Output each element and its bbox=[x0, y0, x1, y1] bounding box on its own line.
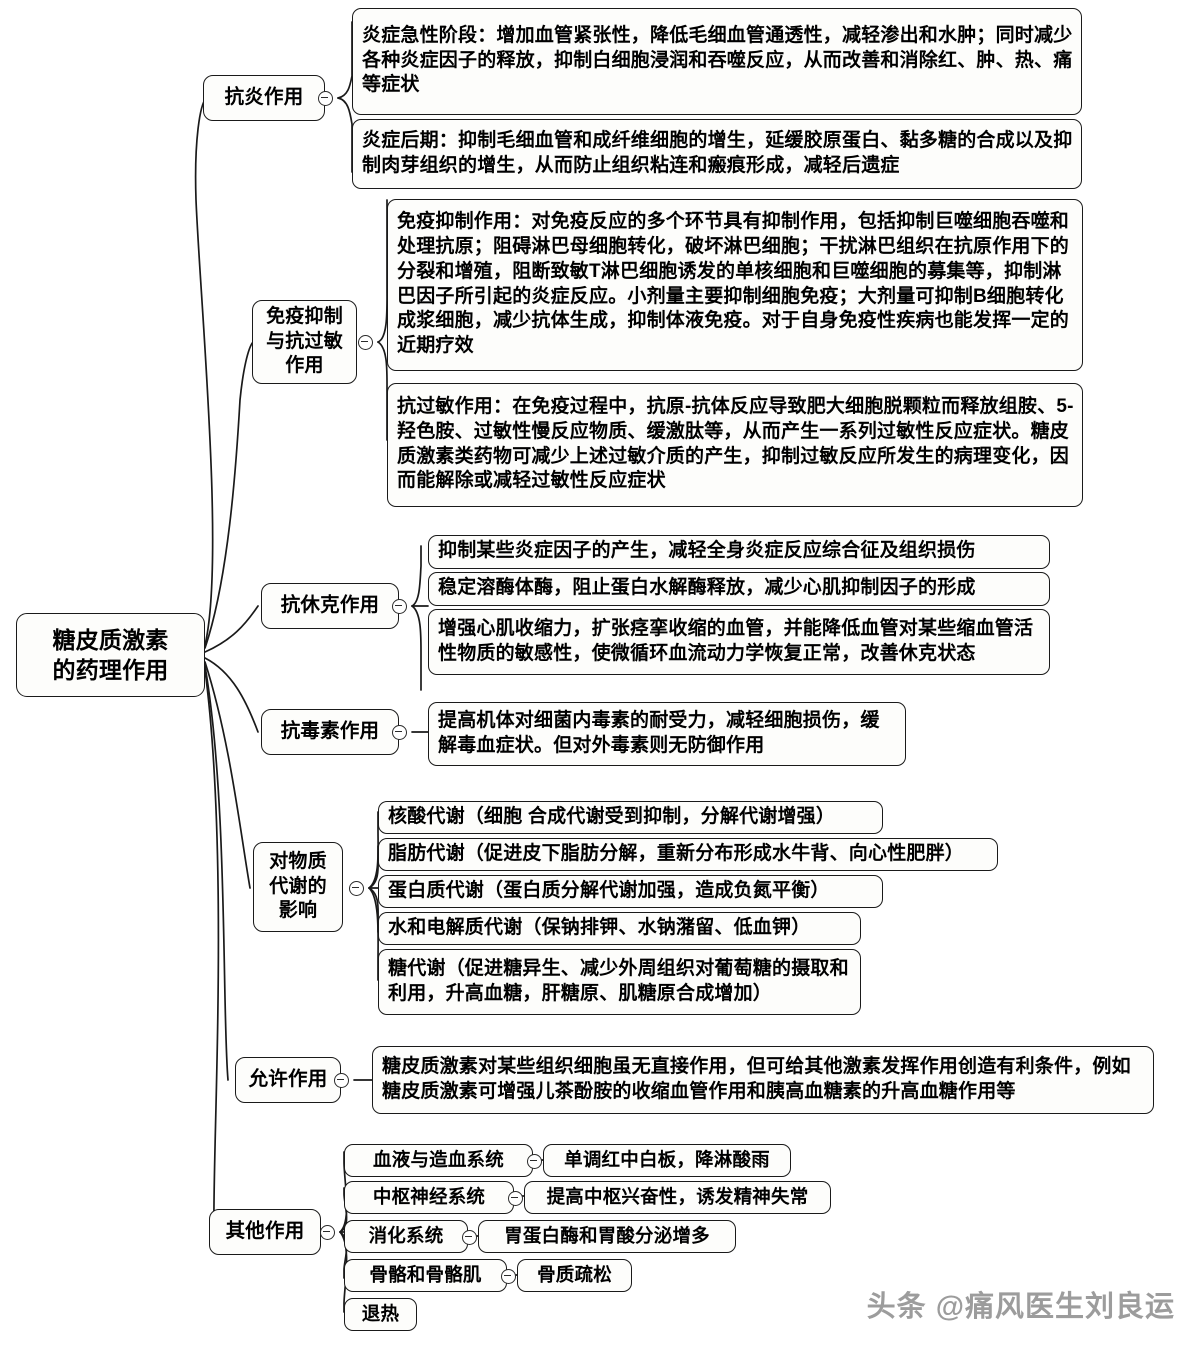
leaf-antipyretic[interactable]: 退热 bbox=[344, 1298, 417, 1331]
leaf-text: 消化系统 bbox=[368, 1225, 444, 1247]
collapse-minus-circle-icon[interactable] bbox=[392, 725, 407, 740]
leaf-antiallergy[interactable]: 抗过敏作用：在免疫过程中，抗原-抗体反应导致肥大细胞脱颗粒而释放组胺、5-羟色胺… bbox=[387, 383, 1083, 507]
leaf-glucose[interactable]: 糖代谢（促进糖异生、减少外周组织对葡萄糖的摄取和利用，升高血糖，肝糖原、肌糖原合… bbox=[378, 949, 861, 1015]
leaf-text: 核酸代谢（细胞 合成代谢受到抑制，分解代谢增强） bbox=[388, 805, 836, 827]
leaf-text: 抑制某些炎症因子的产生，减轻全身炎症反应综合征及组织损伤 bbox=[438, 540, 976, 562]
branch-immunosuppression-antiallergy[interactable]: 免疫抑制 与抗过敏 作用 bbox=[252, 300, 357, 384]
leaf-text: 免疫抑制作用：对免疫反应的多个环节具有抑制作用，包括抑制巨噬细胞吞噬和处理抗原；… bbox=[397, 211, 1070, 356]
branch-label: 抗炎作用 bbox=[224, 86, 304, 109]
leaf-bone-muscle[interactable]: 骨骼和骨骼肌 bbox=[344, 1259, 507, 1292]
leaf-fat[interactable]: 脂肪代谢（促进皮下脂肪分解，重新分布形成水牛背、向心性肥胖） bbox=[378, 838, 998, 871]
leaf-shock-2[interactable]: 稳定溶酶体酶，阻止蛋白水解酶释放，减少心肌抑制因子的形成 bbox=[428, 572, 1050, 606]
leaf-text: 抗过敏作用：在免疫过程中，抗原-抗体反应导致肥大细胞脱颗粒而释放组胺、5-羟色胺… bbox=[397, 396, 1074, 492]
collapse-minus-circle-icon[interactable] bbox=[462, 1230, 477, 1245]
collapse-minus-circle-icon[interactable] bbox=[334, 1073, 349, 1088]
leaf-text: 提高机体对细菌内毒素的耐受力，减轻细胞损伤，缓解毒血症状。但对外毒素则无防御作用 bbox=[438, 709, 880, 756]
branch-label: 免疫抑制 与抗过敏 作用 bbox=[266, 305, 343, 377]
leaf-protein[interactable]: 蛋白质代谢（蛋白质分解代谢加强，造成负氮平衡） bbox=[378, 875, 883, 908]
leaf-text: 提高中枢兴奋性，诱发精神失常 bbox=[546, 1186, 809, 1208]
branch-label: 对物质 代谢的 影响 bbox=[269, 850, 327, 922]
leaf-text: 炎症急性阶段：增加血管紧张性，降低毛细血管通透性，减轻渗出和水肿；同时减少各种炎… bbox=[362, 24, 1073, 96]
leaf-text: 增强心肌收缩力，扩张痉挛收缩的血管，并能降低血管对某些缩血管活性物质的敏感性，使… bbox=[438, 617, 1034, 664]
branch-label: 抗休克作用 bbox=[280, 594, 380, 617]
leaf-text: 骨质疏松 bbox=[537, 1264, 612, 1286]
collapse-minus-circle-icon[interactable] bbox=[349, 881, 364, 896]
leaf-blood-system[interactable]: 血液与造血系统 bbox=[344, 1144, 533, 1177]
leaf-permissive-1[interactable]: 糖皮质激素对某些组织细胞虽无直接作用，但可给其他激素发挥作用创造有利条件，例如糖… bbox=[372, 1046, 1154, 1114]
collapse-minus-circle-icon[interactable] bbox=[501, 1269, 516, 1284]
collapse-minus-circle-icon[interactable] bbox=[318, 91, 333, 106]
leaf-bone-muscle-detail[interactable]: 骨质疏松 bbox=[517, 1259, 632, 1292]
leaf-shock-1[interactable]: 抑制某些炎症因子的产生，减轻全身炎症反应综合征及组织损伤 bbox=[428, 535, 1050, 569]
leaf-digestive[interactable]: 消化系统 bbox=[344, 1220, 468, 1253]
leaf-text: 中枢神经系统 bbox=[372, 1186, 486, 1208]
leaf-cns-detail[interactable]: 提高中枢兴奋性，诱发精神失常 bbox=[524, 1181, 831, 1214]
leaf-text: 单调红中白板，降淋酸雨 bbox=[564, 1149, 770, 1171]
leaf-immunosuppression[interactable]: 免疫抑制作用：对免疫反应的多个环节具有抑制作用，包括抑制巨噬细胞吞噬和处理抗原；… bbox=[387, 199, 1083, 371]
branch-permissive[interactable]: 允许作用 bbox=[235, 1057, 341, 1103]
leaf-text: 稳定溶酶体酶，阻止蛋白水解酶释放，减少心肌抑制因子的形成 bbox=[438, 577, 976, 599]
branch-label: 抗毒素作用 bbox=[280, 720, 380, 743]
branch-label: 其他作用 bbox=[225, 1220, 305, 1243]
branch-anti-inflammatory[interactable]: 抗炎作用 bbox=[203, 75, 325, 121]
leaf-text: 糖皮质激素对某些组织细胞虽无直接作用，但可给其他激素发挥作用创造有利条件，例如糖… bbox=[382, 1055, 1131, 1102]
leaf-text: 水和电解质代谢（保钠排钾、水钠潴留、低血钾） bbox=[388, 916, 811, 938]
collapse-minus-circle-icon[interactable] bbox=[358, 335, 373, 350]
leaf-cns[interactable]: 中枢神经系统 bbox=[344, 1181, 514, 1214]
root-label: 糖皮质激素 的药理作用 bbox=[52, 626, 169, 683]
branch-label: 允许作用 bbox=[248, 1068, 328, 1091]
collapse-minus-circle-icon[interactable] bbox=[527, 1154, 542, 1169]
leaf-blood-system-detail[interactable]: 单调红中白板，降淋酸雨 bbox=[543, 1144, 791, 1177]
collapse-minus-circle-icon[interactable] bbox=[392, 599, 407, 614]
leaf-text: 炎症后期：抑制毛细血管和成纤维细胞的增生，延缓胶原蛋白、黏多糖的合成以及抑制肉芽… bbox=[362, 129, 1073, 176]
leaf-nucleic-acid[interactable]: 核酸代谢（细胞 合成代谢受到抑制，分解代谢增强） bbox=[378, 801, 883, 834]
leaf-text: 退热 bbox=[361, 1303, 400, 1325]
branch-metabolism[interactable]: 对物质 代谢的 影响 bbox=[253, 842, 343, 932]
leaf-text: 骨骼和骨骼肌 bbox=[369, 1264, 482, 1286]
branch-anti-shock[interactable]: 抗休克作用 bbox=[261, 583, 399, 629]
leaf-water-electrolyte[interactable]: 水和电解质代谢（保钠排钾、水钠潴留、低血钾） bbox=[378, 912, 861, 945]
leaf-shock-3[interactable]: 增强心肌收缩力，扩张痉挛收缩的血管，并能降低血管对某些缩血管活性物质的敏感性，使… bbox=[428, 609, 1050, 675]
collapse-minus-circle-icon[interactable] bbox=[320, 1225, 335, 1240]
leaf-text: 蛋白质代谢（蛋白质分解代谢加强，造成负氮平衡） bbox=[388, 879, 830, 901]
leaf-text: 血液与造血系统 bbox=[373, 1149, 504, 1171]
branch-other-effects[interactable]: 其他作用 bbox=[209, 1209, 321, 1255]
leaf-toxin-1[interactable]: 提高机体对细菌内毒素的耐受力，减轻细胞损伤，缓解毒血症状。但对外毒素则无防御作用 bbox=[428, 702, 906, 766]
leaf-late-phase[interactable]: 炎症后期：抑制毛细血管和成纤维细胞的增生，延缓胶原蛋白、黏多糖的合成以及抑制肉芽… bbox=[352, 119, 1082, 189]
leaf-text: 糖代谢（促进糖异生、减少外周组织对葡萄糖的摄取和利用，升高血糖，肝糖原、肌糖原合… bbox=[388, 957, 849, 1004]
leaf-text: 脂肪代谢（促进皮下脂肪分解，重新分布形成水牛背、向心性肥胖） bbox=[388, 842, 965, 864]
leaf-digestive-detail[interactable]: 胃蛋白酶和胃酸分泌增多 bbox=[478, 1220, 736, 1253]
leaf-text: 胃蛋白酶和胃酸分泌增多 bbox=[504, 1225, 710, 1247]
root-node[interactable]: 糖皮质激素 的药理作用 bbox=[16, 613, 205, 697]
watermark: 头条 @痛风医生刘良运 bbox=[866, 1291, 1175, 1323]
collapse-minus-circle-icon[interactable] bbox=[508, 1191, 523, 1206]
leaf-acute-phase[interactable]: 炎症急性阶段：增加血管紧张性，降低毛细血管通透性，减轻渗出和水肿；同时减少各种炎… bbox=[352, 8, 1082, 115]
branch-anti-toxin[interactable]: 抗毒素作用 bbox=[261, 709, 399, 755]
